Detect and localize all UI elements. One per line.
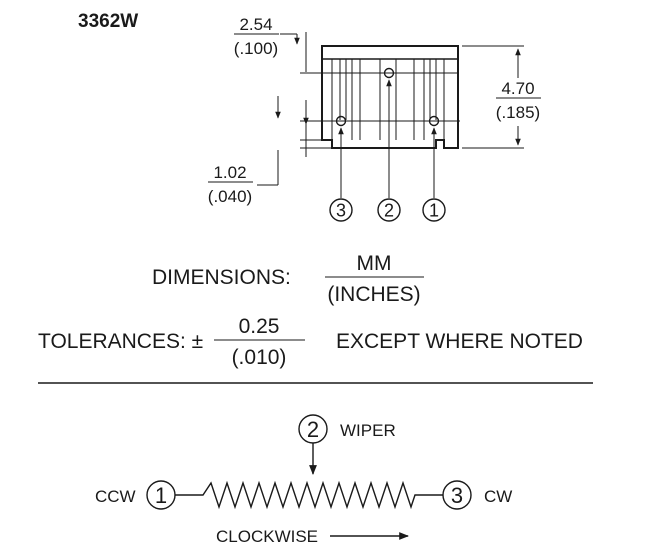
cw-label: CW <box>484 487 512 506</box>
clockwise-label: CLOCKWISE <box>216 527 318 546</box>
pin-2-label: 2 <box>384 201 394 221</box>
ccw-num: 1 <box>155 483 167 508</box>
part-number-title: 3362W <box>78 11 138 32</box>
cw-num: 3 <box>451 483 463 508</box>
ccw-label: CCW <box>95 487 136 506</box>
bottom-dim-mm: 1.02 <box>213 163 246 182</box>
unit-inches: (INCHES) <box>327 283 420 306</box>
wiper-num: 2 <box>307 417 319 442</box>
tolerances-label: TOLERANCES: ± <box>38 330 203 353</box>
top-dimension: 2.54 (.100) <box>234 15 307 72</box>
pin-callouts: 3 2 1 <box>329 79 446 222</box>
bottom-dimension: 1.02 (.040) <box>208 96 309 206</box>
tolerance-mm: 0.25 <box>239 315 280 338</box>
wiper-label: WIPER <box>340 421 396 440</box>
dimensions-label: DIMENSIONS: <box>152 266 291 289</box>
resistor-symbol <box>175 480 443 510</box>
right-dim-mm: 4.70 <box>501 79 534 98</box>
top-dim-in: (.100) <box>234 39 278 58</box>
tolerances-legend: TOLERANCES: ± 0.25 (.010) EXCEPT WHERE N… <box>38 315 583 369</box>
right-dim-in: (.185) <box>496 103 540 122</box>
tolerance-in: (.010) <box>232 346 287 369</box>
dimensions-legend: DIMENSIONS: MM (INCHES) <box>152 252 424 306</box>
right-dimension: 4.70 (.185) <box>462 45 541 149</box>
except-note: EXCEPT WHERE NOTED <box>336 330 583 353</box>
pin-1-label: 1 <box>429 201 439 221</box>
bottom-dim-in: (.040) <box>208 187 252 206</box>
unit-mm: MM <box>357 252 392 275</box>
pin-3-label: 3 <box>336 201 346 221</box>
top-dim-mm: 2.54 <box>239 15 272 34</box>
schematic: 2 WIPER CCW 1 3 CW CLOCKWISE <box>95 414 512 546</box>
trimmer-body <box>300 45 460 149</box>
